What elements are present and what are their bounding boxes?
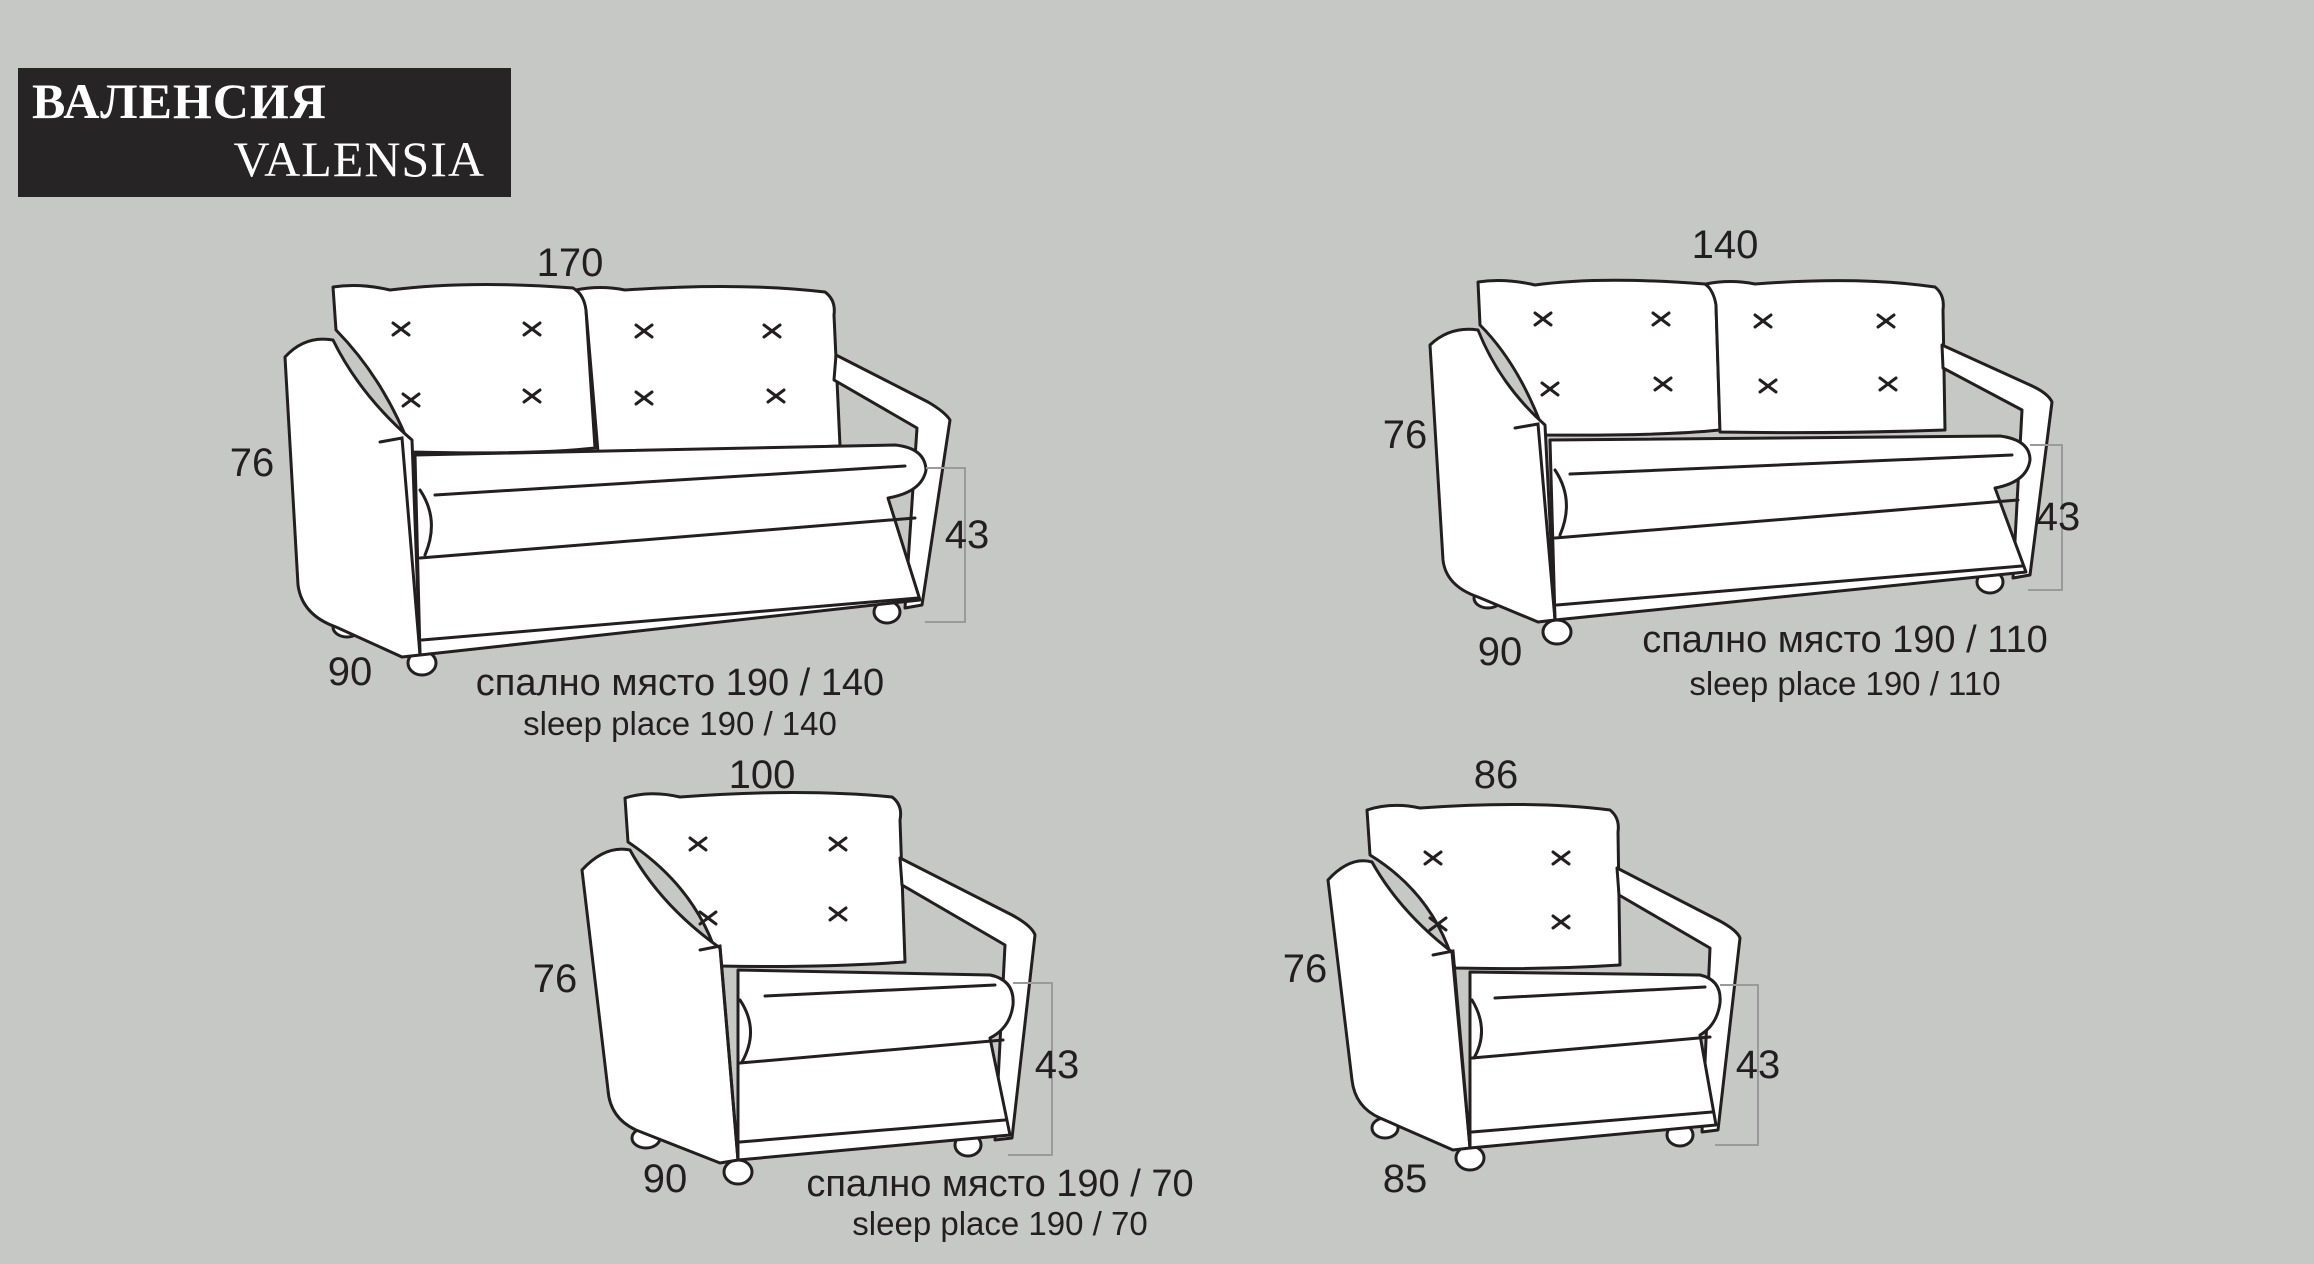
sofa-2-depth: 90	[1478, 630, 1523, 674]
title-en: VALENSIA	[233, 131, 485, 187]
armchair-bed-arm-front	[698, 944, 740, 1162]
sofa-3-tufts	[391, 321, 786, 408]
sofa-2-leg	[1541, 618, 1573, 646]
armchair-bed-height: 76	[533, 957, 578, 1001]
sofa-3-sleep-ru: спално място 190 / 140	[476, 662, 884, 704]
armchair-seat-height: 43	[1736, 1043, 1781, 1087]
armchair-seat-front	[1470, 1035, 1712, 1060]
armchair-width: 86	[1474, 753, 1519, 797]
sofa-3-sleep-en: sleep place 190 / 140	[523, 705, 837, 742]
sofa-3-depth: 90	[328, 650, 373, 694]
armchair-bed-drawing	[580, 791, 1053, 1186]
armchair-bed-sleep-ru: спално място 190 / 70	[806, 1163, 1193, 1205]
armchair-bed-bolster	[738, 998, 752, 1064]
armchair-bed-depth: 90	[643, 1157, 688, 1201]
sofa-3-arm-front	[378, 436, 422, 657]
armchair-height: 76	[1283, 947, 1328, 991]
armchair-back-cushion	[1365, 802, 1622, 971]
armchair-left-arm	[1326, 859, 1472, 1152]
sofa-2-seat-dim-line	[2028, 444, 2063, 591]
sofa-2-height: 76	[1383, 413, 1428, 457]
armchair-arm-front	[1431, 949, 1472, 1150]
armchair-bed-seat-front	[738, 1038, 1005, 1065]
armchair-bed-leg	[722, 1158, 754, 1186]
sofa-3-seat-line	[433, 464, 907, 497]
sofa-2-tufts	[1533, 311, 1898, 397]
sofa-2-seat-line	[1568, 453, 2014, 476]
armchair-bed-back-cushion	[623, 791, 907, 968]
sofa-3-height: 76	[230, 441, 275, 485]
armchair-body	[1468, 970, 1722, 1150]
armchair-bed-seat-height: 43	[1035, 1043, 1080, 1087]
sofa-2-bolster	[1553, 468, 1568, 537]
sofa-2-sleep-ru: спално място 190 / 110	[1642, 619, 2048, 661]
armchair-bed-seat-line	[763, 983, 997, 998]
armchair-base-line	[1470, 1110, 1714, 1134]
sofa-3-seat-height: 43	[945, 513, 990, 557]
sofa-3-seat-dim-line	[925, 467, 966, 623]
sofa-2-base-line	[1555, 564, 2024, 607]
armchair-tufts	[1423, 850, 1571, 932]
sofa-3-seat-front	[418, 516, 917, 560]
sofa-3-drawing	[283, 282, 966, 677]
sofa-2-seat-front	[1553, 498, 2020, 540]
sofa-2-right-arm	[1940, 343, 2054, 580]
armchair-bed-left-arm	[580, 847, 740, 1165]
sofa-2-left-arm	[1428, 327, 1557, 624]
armchair-bed-tufts	[688, 836, 848, 926]
sofa-2-width: 140	[1692, 223, 1759, 267]
sofa-3-body	[413, 443, 928, 657]
sofa-3-right-arm	[832, 353, 952, 610]
armchair-bed-seat-dim-line	[1008, 982, 1053, 1156]
sofa-3-width: 170	[537, 241, 604, 285]
sofa-2-seat-height: 43	[2036, 495, 2081, 539]
armchair-bed-sleep-en: sleep place 190 / 70	[852, 1205, 1147, 1242]
title-box: ВАЛЕНСИЯ VALENSIA	[18, 68, 511, 197]
sofa-3-left-arm	[283, 337, 422, 659]
armchair-bed-base-line	[738, 1118, 1007, 1144]
sofa-3-back-cushion	[574, 284, 842, 454]
armchair-drawing	[1326, 802, 1759, 1172]
sofa-2-sleep-en: sleep place 190 / 110	[1689, 665, 2000, 702]
sofa-2-drawing	[1428, 278, 2063, 646]
armchair-bed-body	[736, 968, 1015, 1162]
armchair-seat-line	[1493, 985, 1707, 1000]
armchair-bolster	[1470, 998, 1484, 1060]
sofa-2-arm-front	[1513, 422, 1557, 622]
armchair-depth: 85	[1383, 1157, 1428, 1201]
title-ru: ВАЛЕНСИЯ	[32, 73, 327, 129]
sofa-2-back-cushion	[1704, 279, 1947, 435]
armchair-bed-width: 100	[729, 753, 796, 797]
sofa-3-bolster	[418, 488, 433, 557]
armchair-seat-dim-line	[1715, 984, 1759, 1146]
sofa-3-base-line	[420, 596, 920, 642]
